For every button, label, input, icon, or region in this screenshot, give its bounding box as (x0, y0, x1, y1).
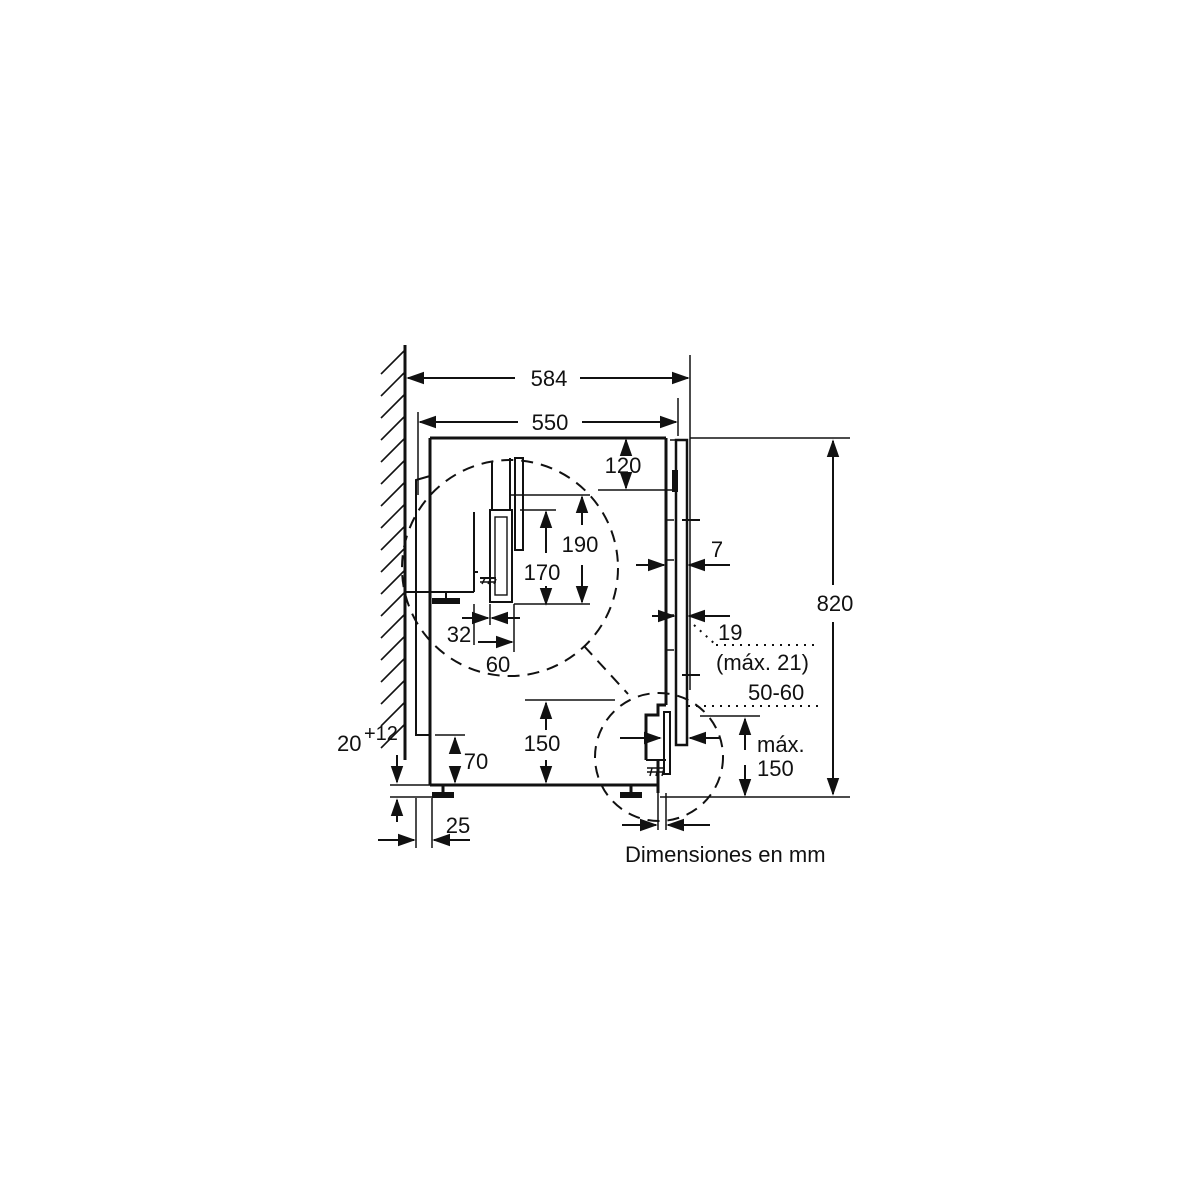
dimension-120: 120 (598, 438, 666, 491)
dimension-max-150: máx. 150 (660, 715, 850, 798)
dimension-20-12: 20 +12 (337, 723, 432, 822)
dimension-150-label: 150 (524, 731, 561, 756)
dimension-60-label: 60 (486, 652, 510, 677)
foot-right (620, 785, 642, 798)
dimension-584: 584 (406, 355, 691, 690)
dimension-50-60: 50-60 (620, 680, 820, 745)
dimension-32-label: 32 (447, 622, 471, 647)
dimension-820-label: 820 (817, 591, 854, 616)
wall-hatching (380, 349, 406, 749)
dimension-584-label: 584 (531, 366, 568, 391)
dimension-550-label: 550 (532, 410, 569, 435)
caption: Dimensiones en mm (625, 842, 826, 867)
dimension-32: 32 (447, 604, 520, 647)
dimension-max-label: máx. (757, 732, 805, 757)
dimension-550: 550 (417, 398, 679, 495)
foot-left (432, 785, 454, 798)
plinth-bracket (644, 703, 671, 793)
dimension-19-max-label: (máx. 21) (716, 650, 809, 675)
dimension-7: 7 (636, 537, 730, 572)
dimension-20-label: 20 (337, 731, 361, 756)
detail-circle-hose (401, 457, 629, 695)
detail-circle-plinth (594, 692, 724, 822)
door-panel (670, 438, 700, 747)
dimension-170: 170 (524, 510, 561, 606)
dimension-60: 60 (478, 604, 515, 677)
dimension-170-label: 170 (524, 560, 561, 585)
wall (380, 345, 407, 760)
dimension-120-label: 120 (605, 453, 642, 478)
dimension-190-label: 190 (562, 532, 599, 557)
dimension-25: 25 (378, 798, 470, 848)
dimension-12-label: +12 (364, 723, 398, 745)
dimension-50-60-label: 50-60 (748, 680, 804, 705)
dimension-70: 70 (435, 734, 488, 784)
dimension-70-label: 70 (464, 749, 488, 774)
dimension-150: 150 (524, 699, 615, 784)
dimension-820: 820 (690, 437, 854, 796)
dimension-7-label: 7 (711, 537, 723, 562)
dimension-bottom-offset (622, 793, 710, 832)
dimension-max-value: 150 (757, 756, 794, 781)
dimension-19-label: 19 (718, 620, 742, 645)
dimension-19: 19 (máx. 21) (652, 609, 820, 675)
dimension-190: 190 (562, 495, 599, 604)
appliance-body (415, 436, 674, 787)
dimension-25-label: 25 (446, 813, 470, 838)
